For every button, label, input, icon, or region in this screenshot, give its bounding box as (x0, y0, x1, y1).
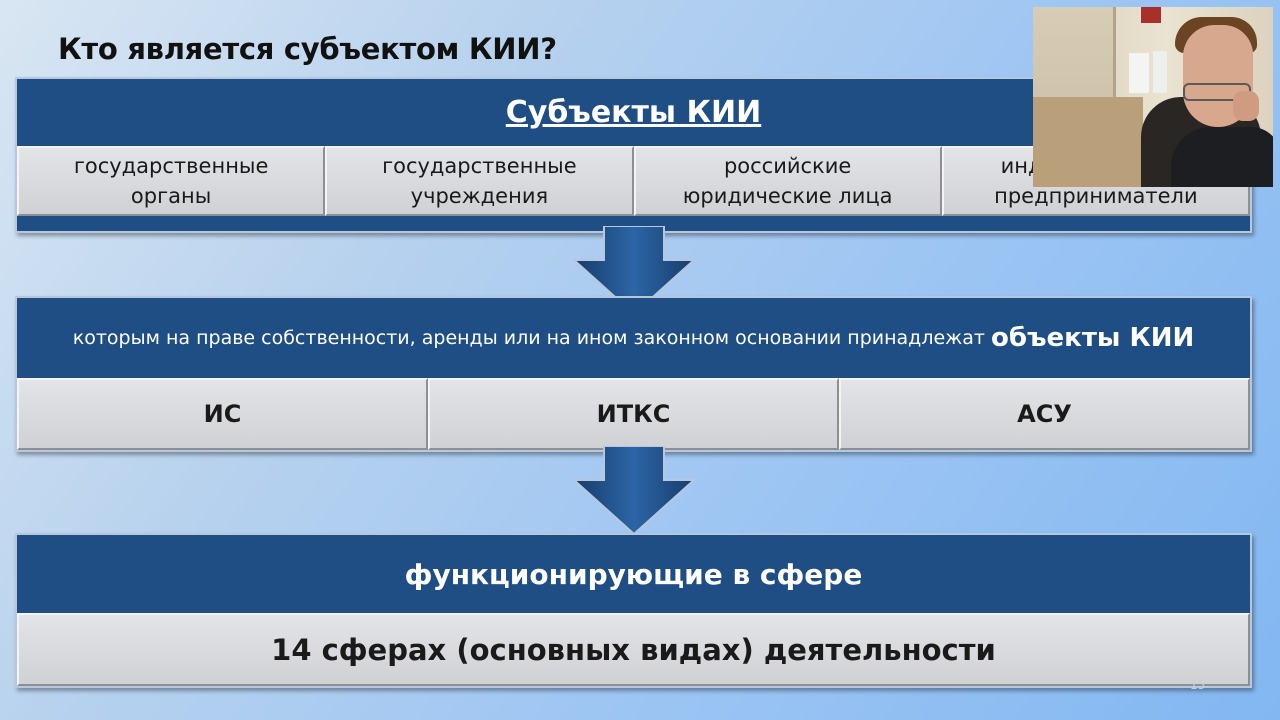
subject-item: российские юридические лица (633, 146, 942, 216)
webcam-poster (1141, 7, 1161, 23)
down-arrow-icon (572, 446, 696, 536)
slide-title: Кто является субъектом КИИ? (58, 32, 557, 66)
subject-item: государственные учреждения (325, 146, 634, 216)
subject-item-label: российские юридические лица (682, 154, 893, 208)
webcam-video[interactable] (1033, 7, 1273, 187)
page-number: 15 (1190, 678, 1206, 692)
object-item: ИС (17, 378, 428, 450)
subject-item-label: государственные органы (73, 154, 269, 208)
subject-item: государственные органы (17, 146, 326, 216)
spheres-value: 14 сферах (основных видах) деятельности (17, 613, 1250, 686)
objects-header: которым на праве собственности, аренды и… (17, 298, 1250, 378)
object-item: АСУ (839, 378, 1250, 450)
down-arrow-icon (572, 226, 696, 316)
webcam-presenter-hand (1233, 91, 1259, 121)
subjects-title: Субъекты КИИ (505, 95, 762, 130)
spheres-list: 14 сферах (основных видах) деятельности (17, 613, 1250, 686)
objects-panel: которым на праве собственности, аренды и… (15, 296, 1252, 452)
spheres-header: функционирующие в сфере (17, 535, 1250, 613)
subject-item-label: государственные учреждения (382, 154, 577, 208)
webcam-paper (1129, 53, 1149, 93)
subjects-header: Субъекты КИИ (17, 79, 1250, 146)
objects-text: которым на праве собственности, аренды и… (72, 327, 985, 349)
objects-list: ИС ИТКС АСУ (17, 378, 1250, 450)
webcam-paper (1153, 51, 1167, 93)
object-item: ИТКС (428, 378, 839, 450)
webcam-presenter-body (1171, 127, 1273, 187)
objects-emphasis: объекты КИИ (990, 323, 1195, 353)
spheres-title: функционирующие в сфере (404, 557, 863, 591)
spheres-panel: функционирующие в сфере 14 сферах (основ… (15, 533, 1252, 688)
webcam-wall-panel (1033, 97, 1143, 187)
